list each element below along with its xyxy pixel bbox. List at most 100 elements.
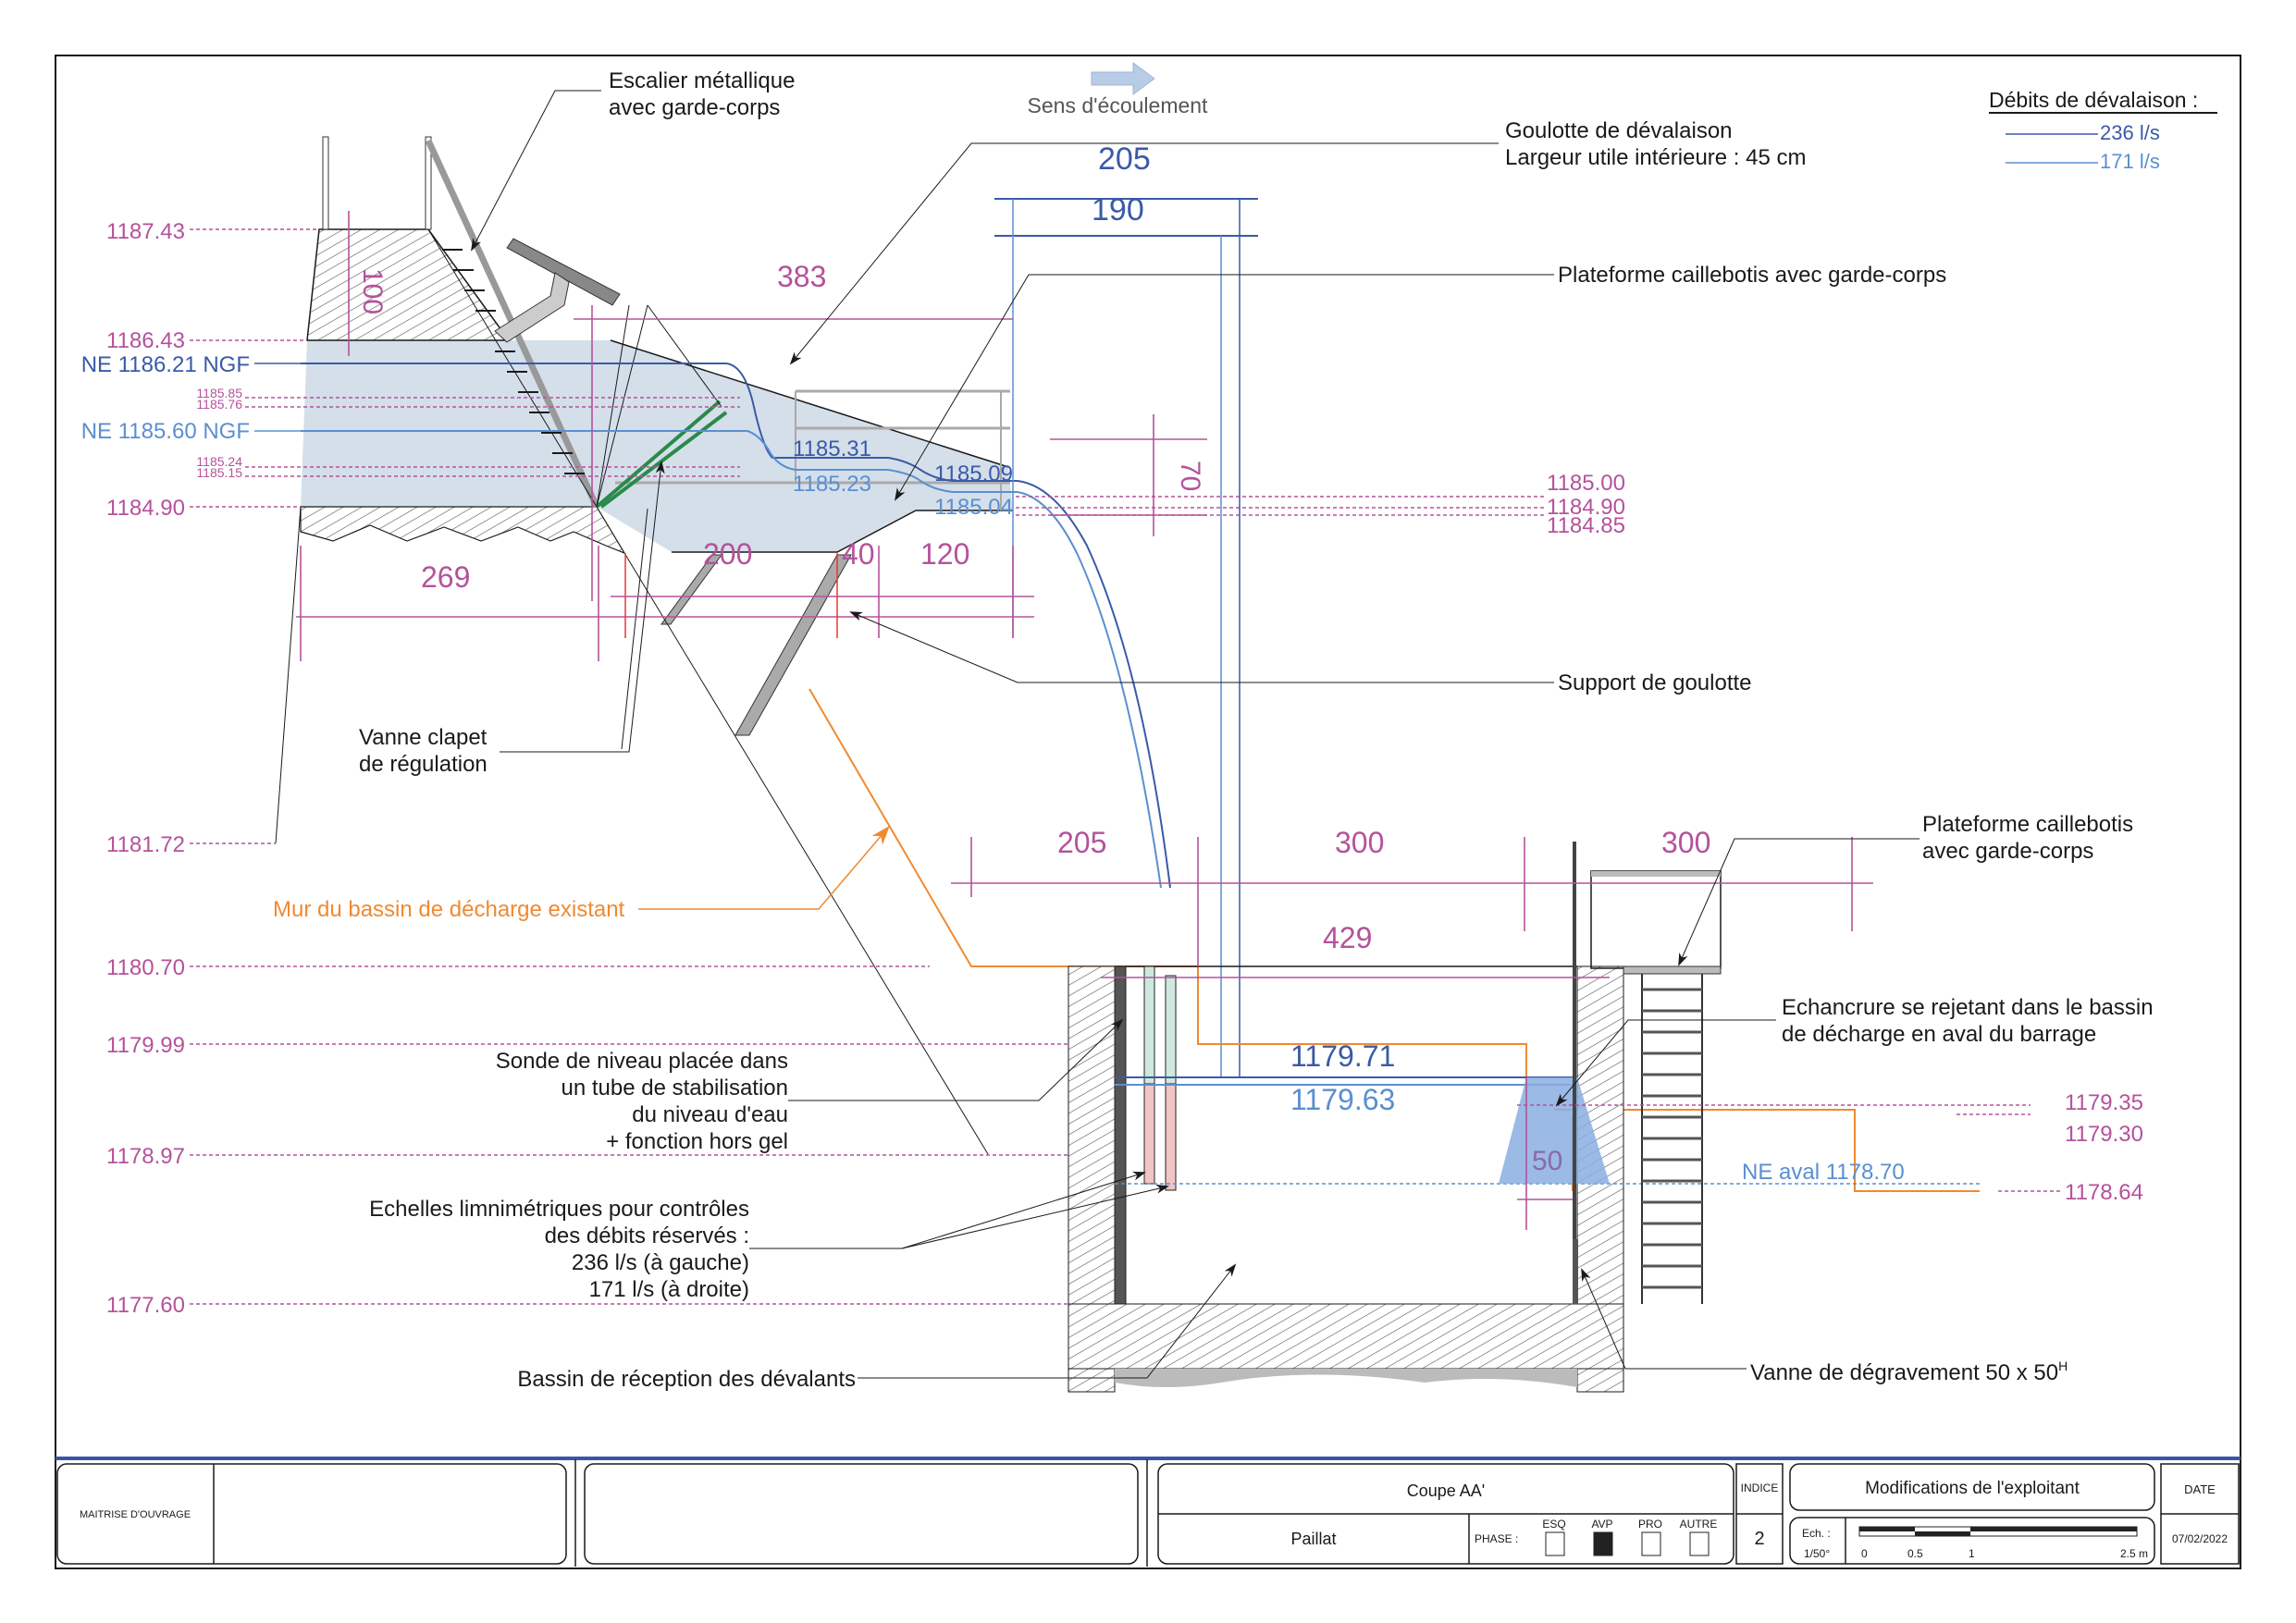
label-echelles: Echelles limnimétriques pour contrôles [369, 1197, 749, 1222]
flow-direction-label: Sens d'écoulement [1028, 93, 1209, 117]
dimension-label: 300 [1335, 826, 1384, 859]
elevation-label: 1185.76 [196, 397, 242, 412]
dimension-label: 383 [777, 260, 826, 293]
label-plateforme: Plateforme caillebotis avec garde-corps [1558, 263, 1946, 288]
water-level-label: NE 1185.60 NGF [81, 419, 250, 444]
phase-option-label: AVP [1591, 1518, 1612, 1531]
dimension-label: 205 [1098, 141, 1151, 177]
actuator-bracket [494, 272, 570, 343]
elevation-label: 1178.64 [2065, 1180, 2143, 1205]
label-plateforme-droite: Plateforme caillebotis [1922, 812, 2133, 837]
elevation-label: 1184.90 [1547, 495, 1625, 520]
label-goulotte: Goulotte de dévalaison [1505, 118, 1733, 143]
dimension-label: 40 [842, 537, 875, 571]
elevation-label: 1185.15 [196, 465, 242, 480]
water-level-channel: 1185.23 [793, 472, 871, 497]
guard-rail-post [322, 136, 329, 230]
flow-direction-arrow-icon [1091, 62, 1155, 95]
dimension-label: 429 [1323, 921, 1372, 954]
scale-tick: 0 [1861, 1547, 1868, 1560]
elevation-label: 1184.90 [106, 496, 185, 521]
scale-bar [1858, 1526, 2138, 1537]
support-beam [734, 554, 852, 736]
upstream-water-area [301, 340, 1013, 552]
clapet-actuator [506, 238, 621, 306]
label-echelles: 236 l/s (à gauche) [572, 1250, 749, 1275]
label-echancrure: Echancrure se rejetant dans le bassin [1782, 995, 2154, 1020]
scale-tick: 2.5 m [2120, 1547, 2148, 1560]
phase-checkbox-autre[interactable] [1689, 1531, 1710, 1556]
basin-floor [1068, 1303, 1624, 1370]
label-sonde: un tube de stabilisation [561, 1076, 788, 1100]
label-echancrure: de décharge en aval du barrage [1782, 1022, 2096, 1047]
level-probe-tube [1114, 965, 1127, 1305]
maitrise-label: MAITRISE D'OUVRAGE [80, 1509, 191, 1520]
label-vanne-clapet: de régulation [359, 752, 488, 777]
scale-label: Ech. : [1802, 1527, 1831, 1540]
elevation-label: 1184.85 [1547, 513, 1625, 538]
drawing-title: Coupe AA' [1407, 1482, 1486, 1500]
title-block [56, 1459, 2240, 1567]
water-level-channel: 1185.31 [793, 436, 871, 461]
label-echelles: 171 l/s (à droite) [589, 1277, 749, 1302]
elevation-label: 1181.72 [106, 832, 185, 857]
label-plateforme-droite: avec garde-corps [1922, 839, 2093, 864]
dimension-label: 300 [1661, 826, 1710, 859]
phase-option-label: ESQ [1542, 1518, 1565, 1531]
phase-checkbox-pro[interactable] [1641, 1531, 1661, 1556]
sheet-frame [55, 55, 2241, 1569]
elevation-label: 1177.60 [106, 1293, 185, 1318]
label-goulotte: Largeur utile intérieure : 45 cm [1505, 145, 1807, 170]
label-vanne-clapet: Vanne clapet [359, 725, 488, 750]
legend-title: Débits de dévalaison : [1989, 88, 2198, 112]
phase-option-label: PRO [1638, 1518, 1662, 1531]
date-value: 07/02/2022 [2172, 1532, 2228, 1545]
dimension-label: 205 [1057, 826, 1106, 859]
label-sonde: + fonction hors gel [606, 1129, 788, 1154]
elevation-label: 1178.97 [106, 1144, 185, 1169]
elevation-lines-left [190, 228, 1073, 1305]
scale-tick: 1 [1969, 1547, 1975, 1560]
basin-level-236: 1179.71 [1290, 1039, 1395, 1073]
label-escalier: Escalier métallique [609, 68, 795, 93]
label-echelles: des débits réservés : [545, 1223, 749, 1248]
channel-bottom-edge [672, 510, 1013, 553]
phase-checkbox-esq[interactable] [1545, 1531, 1565, 1556]
legend-item: 236 l/s [2100, 121, 2160, 144]
dimension-label: 50 [1532, 1146, 1562, 1176]
elevation-label: 1179.30 [2065, 1122, 2143, 1147]
phase-checkbox-avp[interactable] [1593, 1531, 1613, 1556]
date-label: DATE [2184, 1482, 2216, 1496]
basin-level-171: 1179.63 [1290, 1083, 1395, 1116]
elevation-label: 1179.35 [2065, 1090, 2143, 1115]
label-vanne-degravement: Vanne de dégravement 50 x 50H [1750, 1359, 2068, 1385]
scale-tick: 0.5 [1907, 1547, 1923, 1560]
stair-steps [442, 249, 585, 474]
dimension-label: 269 [421, 560, 470, 594]
dimension-label: 200 [703, 537, 752, 571]
wall-leader [638, 825, 890, 910]
water-line-236 [301, 363, 1171, 889]
label-mur-bassin: Mur du bassin de décharge existant [273, 897, 625, 922]
elevation-label: 1186.43 [106, 328, 185, 353]
water-level-channel: 1185.04 [934, 495, 1013, 520]
label-escalier: avec garde-corps [609, 95, 780, 120]
downstream-water-level: NE aval 1178.70 [1742, 1160, 1905, 1185]
elevation-label: 1185.00 [1547, 471, 1625, 496]
leader-lines [471, 90, 1920, 1379]
revision-description: Modifications de l'exploitant [1865, 1479, 2080, 1498]
dimension-label: 70 [1175, 461, 1205, 491]
elevation-label: 1179.99 [106, 1033, 185, 1058]
support-beam [660, 554, 722, 625]
label-sonde: Sonde de niveau placée dans [496, 1049, 788, 1074]
existing-wall-outline [809, 688, 1527, 1117]
dimension-label: 190 [1092, 192, 1144, 227]
basin-ground [1115, 1369, 1577, 1387]
water-line-171 [301, 430, 1162, 889]
elevation-label: 1185.24 [196, 454, 242, 469]
dimension-label: 100 [357, 268, 388, 314]
scale-value: 1/50° [1804, 1547, 1830, 1560]
site-name: Paillat [1290, 1530, 1336, 1548]
